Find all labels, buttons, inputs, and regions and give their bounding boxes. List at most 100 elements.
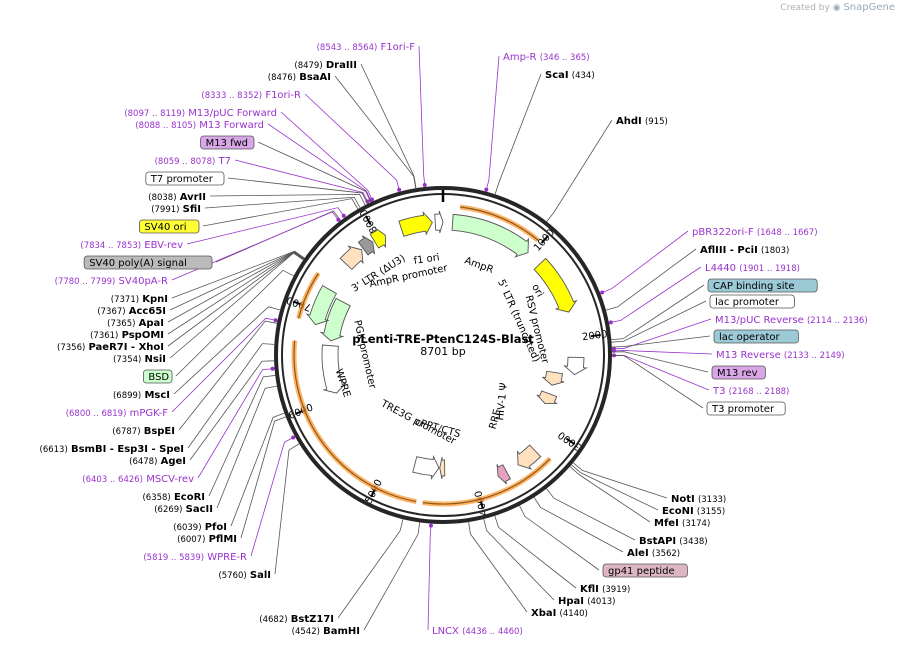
- site-label-pflmi[interactable]: (6007) PflMI: [177, 534, 237, 545]
- feature-box-gp41-peptide[interactable]: [602, 563, 688, 578]
- primer-label-t7[interactable]: (8059 .. 8078) T7: [155, 156, 231, 167]
- feature-box-lac-promoter[interactable]: [709, 294, 795, 309]
- site-label-scai[interactable]: ScaI (434): [545, 70, 595, 81]
- primer-label-m13-puc-reverse[interactable]: M13/pUC Reverse (2114 .. 2136): [715, 315, 868, 326]
- leader-line: [427, 523, 432, 631]
- site-label-nsii[interactable]: (7354) NsiI: [113, 354, 166, 365]
- site-label-ecori[interactable]: (6358) EcoRI: [142, 492, 205, 503]
- feature-box-cap-binding-site[interactable]: [707, 278, 818, 293]
- site-label-apai[interactable]: (7365) ApaI: [107, 318, 164, 329]
- site-label-paer7i-xhoi[interactable]: (7356) PaeR7I - XhoI: [57, 342, 164, 353]
- feature-box-sv40-ori[interactable]: [138, 219, 200, 234]
- site-label-msci[interactable]: (6899) MscI: [113, 390, 170, 401]
- site-label-sfii[interactable]: (7991) SfiI: [151, 204, 201, 215]
- label-name: SfiI: [183, 204, 201, 215]
- label-range: (7354): [113, 355, 141, 365]
- primer-label-ebv-rev[interactable]: (7834 .. 7853) EBV-rev: [80, 240, 183, 251]
- site-label-sali[interactable]: (5760) SalI: [218, 570, 271, 581]
- primer-label-f1ori-r[interactable]: (8333 .. 8352) F1ori-R: [201, 90, 301, 101]
- label-name: PflMI: [209, 534, 237, 545]
- label-range: (7834 .. 7853): [80, 241, 141, 251]
- feature-box-m13-fwd[interactable]: [200, 135, 255, 150]
- label-name: AflIII - PciI: [700, 245, 758, 256]
- site-label-econi[interactable]: EcoNI (3155): [662, 506, 725, 517]
- label-name: BamHI: [323, 626, 360, 637]
- primer-site-marker: [341, 213, 346, 218]
- label-range: (2114 .. 2136): [807, 316, 868, 326]
- site-label-bstz17i[interactable]: (4682) BstZ17I: [259, 614, 334, 625]
- label-name: KpnI: [142, 294, 168, 305]
- label-range: (7365): [107, 319, 135, 329]
- site-label-agei[interactable]: (6478) AgeI: [129, 456, 186, 467]
- site-label-bsaai[interactable]: (8476) BsaAI: [268, 72, 331, 83]
- feature-box-label: CAP binding site: [713, 281, 795, 292]
- site-label-bamhi[interactable]: (4542) BamHI: [292, 626, 360, 637]
- site-label-pfoi[interactable]: (6039) PfoI: [173, 522, 227, 533]
- label-name: MSCV-rev: [146, 474, 194, 485]
- leader-line: [187, 343, 275, 449]
- plasmid-name: pLenti-TRE-PtenC124S-Blast: [352, 332, 534, 346]
- site-label-bsmbi-esp3i-spei[interactable]: (6613) BsmBI - Esp3I - SpeI: [40, 444, 185, 455]
- hiv-label: HIV-1 Ψ: [495, 382, 510, 421]
- site-label-hpai[interactable]: HpaI (4013): [558, 596, 615, 607]
- feature-5-ltr-truncated-: [563, 356, 588, 376]
- site-label-bstapi[interactable]: BstAPI (3438): [639, 536, 708, 547]
- label-range: (3438): [679, 537, 707, 547]
- snapgene-credit: Created by ◉ SnapGene: [780, 2, 895, 13]
- label-name: F1ori-R: [265, 90, 301, 101]
- primer-label-pbr322ori-f[interactable]: pBR322ori-F (1648 .. 1667): [692, 227, 818, 238]
- primer-label-mscv-rev[interactable]: (6403 .. 6426) MSCV-rev: [82, 474, 194, 485]
- feature-ori: [533, 257, 578, 313]
- site-label-afliii-pcii[interactable]: AflIII - PciI (1803): [700, 245, 789, 256]
- feature-box-sv40-poly-a-signal[interactable]: [83, 255, 213, 270]
- label-name: F1ori-F: [381, 42, 416, 53]
- primer-label-l4440[interactable]: L4440 (1901 .. 1918): [705, 263, 800, 274]
- leader-line: [209, 193, 366, 206]
- site-label-draiii[interactable]: (8479) DraIII: [294, 60, 357, 71]
- label-range: (6899): [113, 391, 141, 401]
- site-label-bspei[interactable]: (6787) BspEI: [112, 426, 175, 437]
- feature-bsd: [305, 284, 338, 326]
- feature-box-t7-promoter[interactable]: [145, 171, 225, 186]
- label-range: (4140): [560, 609, 588, 619]
- site-label-kfli[interactable]: KflI (3919): [580, 584, 630, 595]
- feature-box-lac-operator[interactable]: [713, 329, 799, 344]
- primer-label-m13-forward[interactable]: (8088 .. 8105) M13 Forward: [135, 120, 264, 131]
- primer-label-wpre-r[interactable]: (5819 .. 5839) WPRE-R: [143, 552, 247, 563]
- primer-label-amp-r[interactable]: Amp-R (346 .. 365): [503, 52, 590, 63]
- primer-label-f1ori-f[interactable]: (8543 .. 8564) F1ori-F: [317, 42, 416, 53]
- feature-box-t3-promoter[interactable]: [706, 401, 786, 416]
- primer-label-m13-reverse[interactable]: M13 Reverse (2133 .. 2149): [716, 350, 845, 361]
- site-label-xbai[interactable]: XbaI (4140): [531, 608, 588, 619]
- feature-rsv-promoter: [542, 370, 565, 386]
- f1-ori-label: f1 ori: [413, 252, 440, 267]
- site-label-alei[interactable]: AleI (3562): [627, 548, 680, 559]
- site-label-avrii[interactable]: (8038) AvrII: [148, 192, 206, 203]
- label-range: (6800 .. 6819): [66, 409, 127, 419]
- feature-box-bsd[interactable]: [142, 369, 173, 384]
- site-label-acc65i[interactable]: (7367) Acc65I: [97, 306, 166, 317]
- primer-label-mpgk-f[interactable]: (6800 .. 6819) mPGK-F: [66, 408, 169, 419]
- feature-box-m13-rev[interactable]: [711, 365, 766, 380]
- site-label-mfei[interactable]: MfeI (3174): [654, 518, 710, 529]
- leader-line: [230, 412, 285, 527]
- leader-line: [546, 488, 636, 541]
- label-name: M13 Forward: [199, 120, 264, 131]
- site-label-kpni[interactable]: (7371) KpnI: [111, 294, 168, 305]
- feature-box-label: lac operator: [719, 332, 780, 343]
- leader-line: [334, 75, 417, 189]
- site-label-noti[interactable]: NotI (3133): [671, 494, 726, 505]
- primer-label-t3[interactable]: T3 (2168 .. 2188): [712, 386, 789, 397]
- leader-line: [197, 368, 275, 479]
- site-label-pspomi[interactable]: (7361) PspOMI: [90, 330, 164, 341]
- leader-line: [485, 55, 500, 192]
- site-label-ahdi[interactable]: AhdI (915): [616, 116, 668, 127]
- primer-label-m13-puc-forward[interactable]: (8097 .. 8119) M13/pUC Forward: [124, 108, 277, 119]
- arc-wpre: [291, 340, 417, 505]
- primer-label-sv40pa-r[interactable]: (7780 .. 7799) SV40pA-R: [55, 276, 168, 287]
- label-name: MfeI: [654, 518, 679, 529]
- leader-line: [304, 93, 401, 192]
- site-label-sacii[interactable]: (6269) SacII: [154, 504, 213, 515]
- primer-label-lncx[interactable]: LNCX (4436 .. 4460): [432, 626, 523, 637]
- snapgene-logo-icon: ◉: [832, 3, 841, 13]
